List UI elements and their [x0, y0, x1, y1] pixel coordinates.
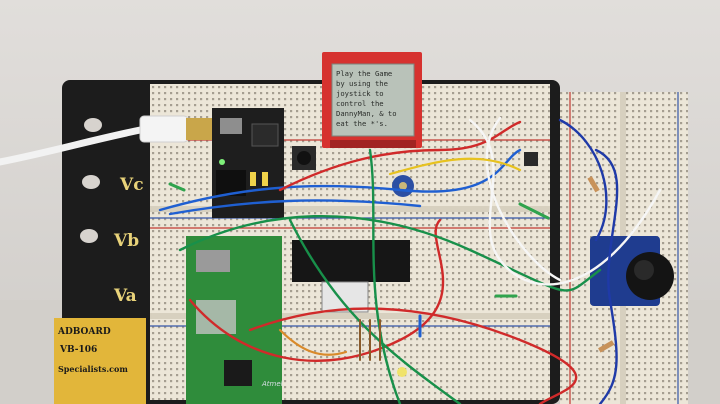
wire-blue	[168, 199, 422, 216]
potentiometer-knob	[399, 182, 407, 190]
jumper-wires	[158, 116, 662, 404]
ribbon-cable	[196, 300, 236, 334]
wire-white	[485, 116, 562, 282]
lcd-line-4: control the	[336, 99, 384, 108]
resistor	[587, 176, 600, 193]
wire-orange	[278, 328, 348, 356]
wire-yellow	[388, 157, 522, 176]
brand-line-2: VB-106	[59, 345, 97, 355]
jumper	[262, 172, 268, 186]
lcd-message: Play the Game by using the joystick to c…	[336, 69, 397, 128]
wire-red	[278, 120, 522, 192]
jumper	[250, 172, 256, 186]
wire-blue	[158, 148, 522, 212]
label-vc: Vc	[119, 175, 144, 195]
usb-cable	[0, 124, 154, 166]
brand-line-3: Specialists.com	[58, 364, 128, 374]
mount-hole	[80, 229, 98, 243]
brand-sticker	[54, 318, 146, 404]
usb-plug	[139, 115, 189, 143]
pcb-chip	[224, 360, 252, 386]
resistor-leads	[359, 319, 381, 361]
lcd-screen	[331, 63, 415, 137]
usb-connector	[186, 118, 214, 140]
label-vb: Vb	[113, 231, 139, 251]
wire-short-green	[518, 202, 550, 220]
wire-short-green	[168, 182, 186, 192]
lcd-line-2: by using the	[336, 79, 388, 88]
push-button-cap	[297, 151, 311, 165]
wire-red	[248, 307, 578, 404]
mount-hole	[82, 175, 100, 189]
resistor	[598, 340, 615, 353]
lcd-line-5: DannyMan, & to	[336, 109, 397, 118]
wire-navy	[558, 118, 608, 242]
pcb-header	[196, 250, 230, 272]
mount-hole	[84, 118, 102, 132]
wire-white	[468, 118, 662, 286]
brand-line-1: ADBOARD	[57, 327, 111, 337]
wire-green	[368, 148, 402, 404]
lcd-line-6: eat the *'s.	[336, 119, 388, 128]
lcd-line-1: Play the Game	[336, 69, 392, 78]
usb-port	[220, 118, 242, 134]
joystick-cap	[634, 260, 654, 280]
microcontroller-chip	[292, 240, 410, 282]
wire-navy	[594, 148, 619, 404]
power-led	[219, 159, 225, 165]
breadboard-channel	[150, 313, 550, 319]
label-va: Va	[113, 286, 137, 306]
yellow-led	[397, 367, 407, 377]
regulator	[251, 123, 279, 147]
wire-green	[288, 218, 462, 404]
lcd-header-pins	[330, 140, 416, 148]
wire-green	[178, 215, 602, 292]
small-button	[524, 152, 538, 166]
lcd-line-3: joystick to	[336, 89, 384, 98]
atmel-label: Atmel	[261, 380, 283, 388]
wire-red	[188, 218, 445, 362]
breadboard-channel	[150, 206, 550, 212]
